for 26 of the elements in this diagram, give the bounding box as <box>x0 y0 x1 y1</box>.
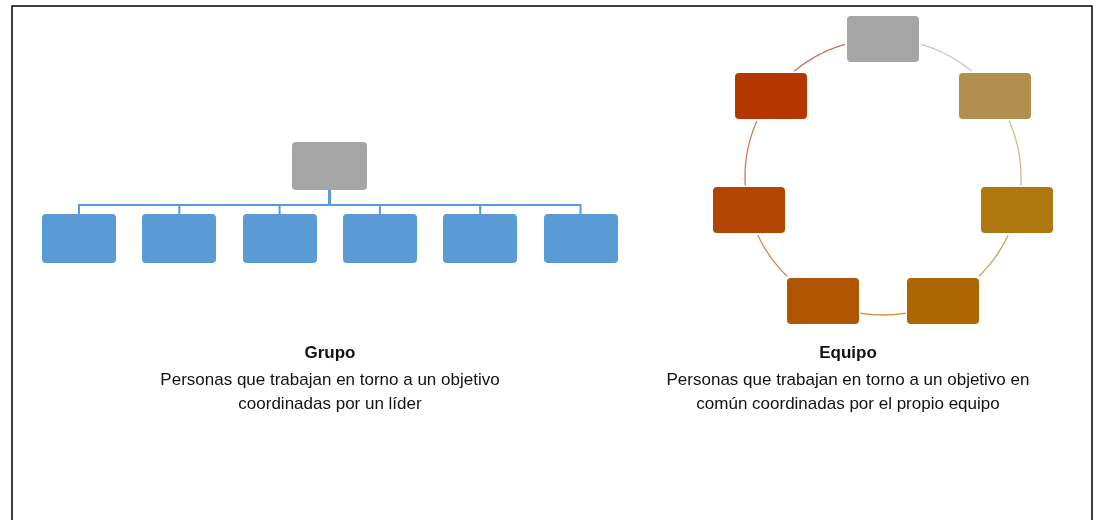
team-description: Personas que trabajan en torno a un objetivo en común coordinadas por el propio equipo <box>665 369 1031 415</box>
member-box <box>980 187 1053 234</box>
connector-line <box>757 234 788 277</box>
connector-line <box>793 43 846 72</box>
member-box <box>958 72 1031 119</box>
member-box <box>735 72 808 119</box>
connector-line <box>920 43 973 72</box>
group-description: Personas que trabajan en torno a un objetivo coordinadas por un líder <box>159 369 501 415</box>
member-box <box>786 278 859 325</box>
member-box <box>242 214 317 263</box>
member-box <box>292 142 367 190</box>
member-box <box>713 187 786 234</box>
connector-line <box>744 120 758 187</box>
member-box <box>142 214 217 263</box>
member-box <box>543 214 618 263</box>
group-title: Grupo <box>303 342 357 364</box>
team-title: Equipo <box>818 342 878 364</box>
connector-line <box>978 234 1009 277</box>
member-box <box>847 16 919 62</box>
member-box <box>342 214 417 263</box>
member-box <box>907 278 980 325</box>
member-box <box>42 214 116 263</box>
connector-line <box>328 189 582 215</box>
connector-line <box>1008 120 1022 187</box>
connector-line <box>859 312 907 316</box>
member-box <box>443 214 518 263</box>
